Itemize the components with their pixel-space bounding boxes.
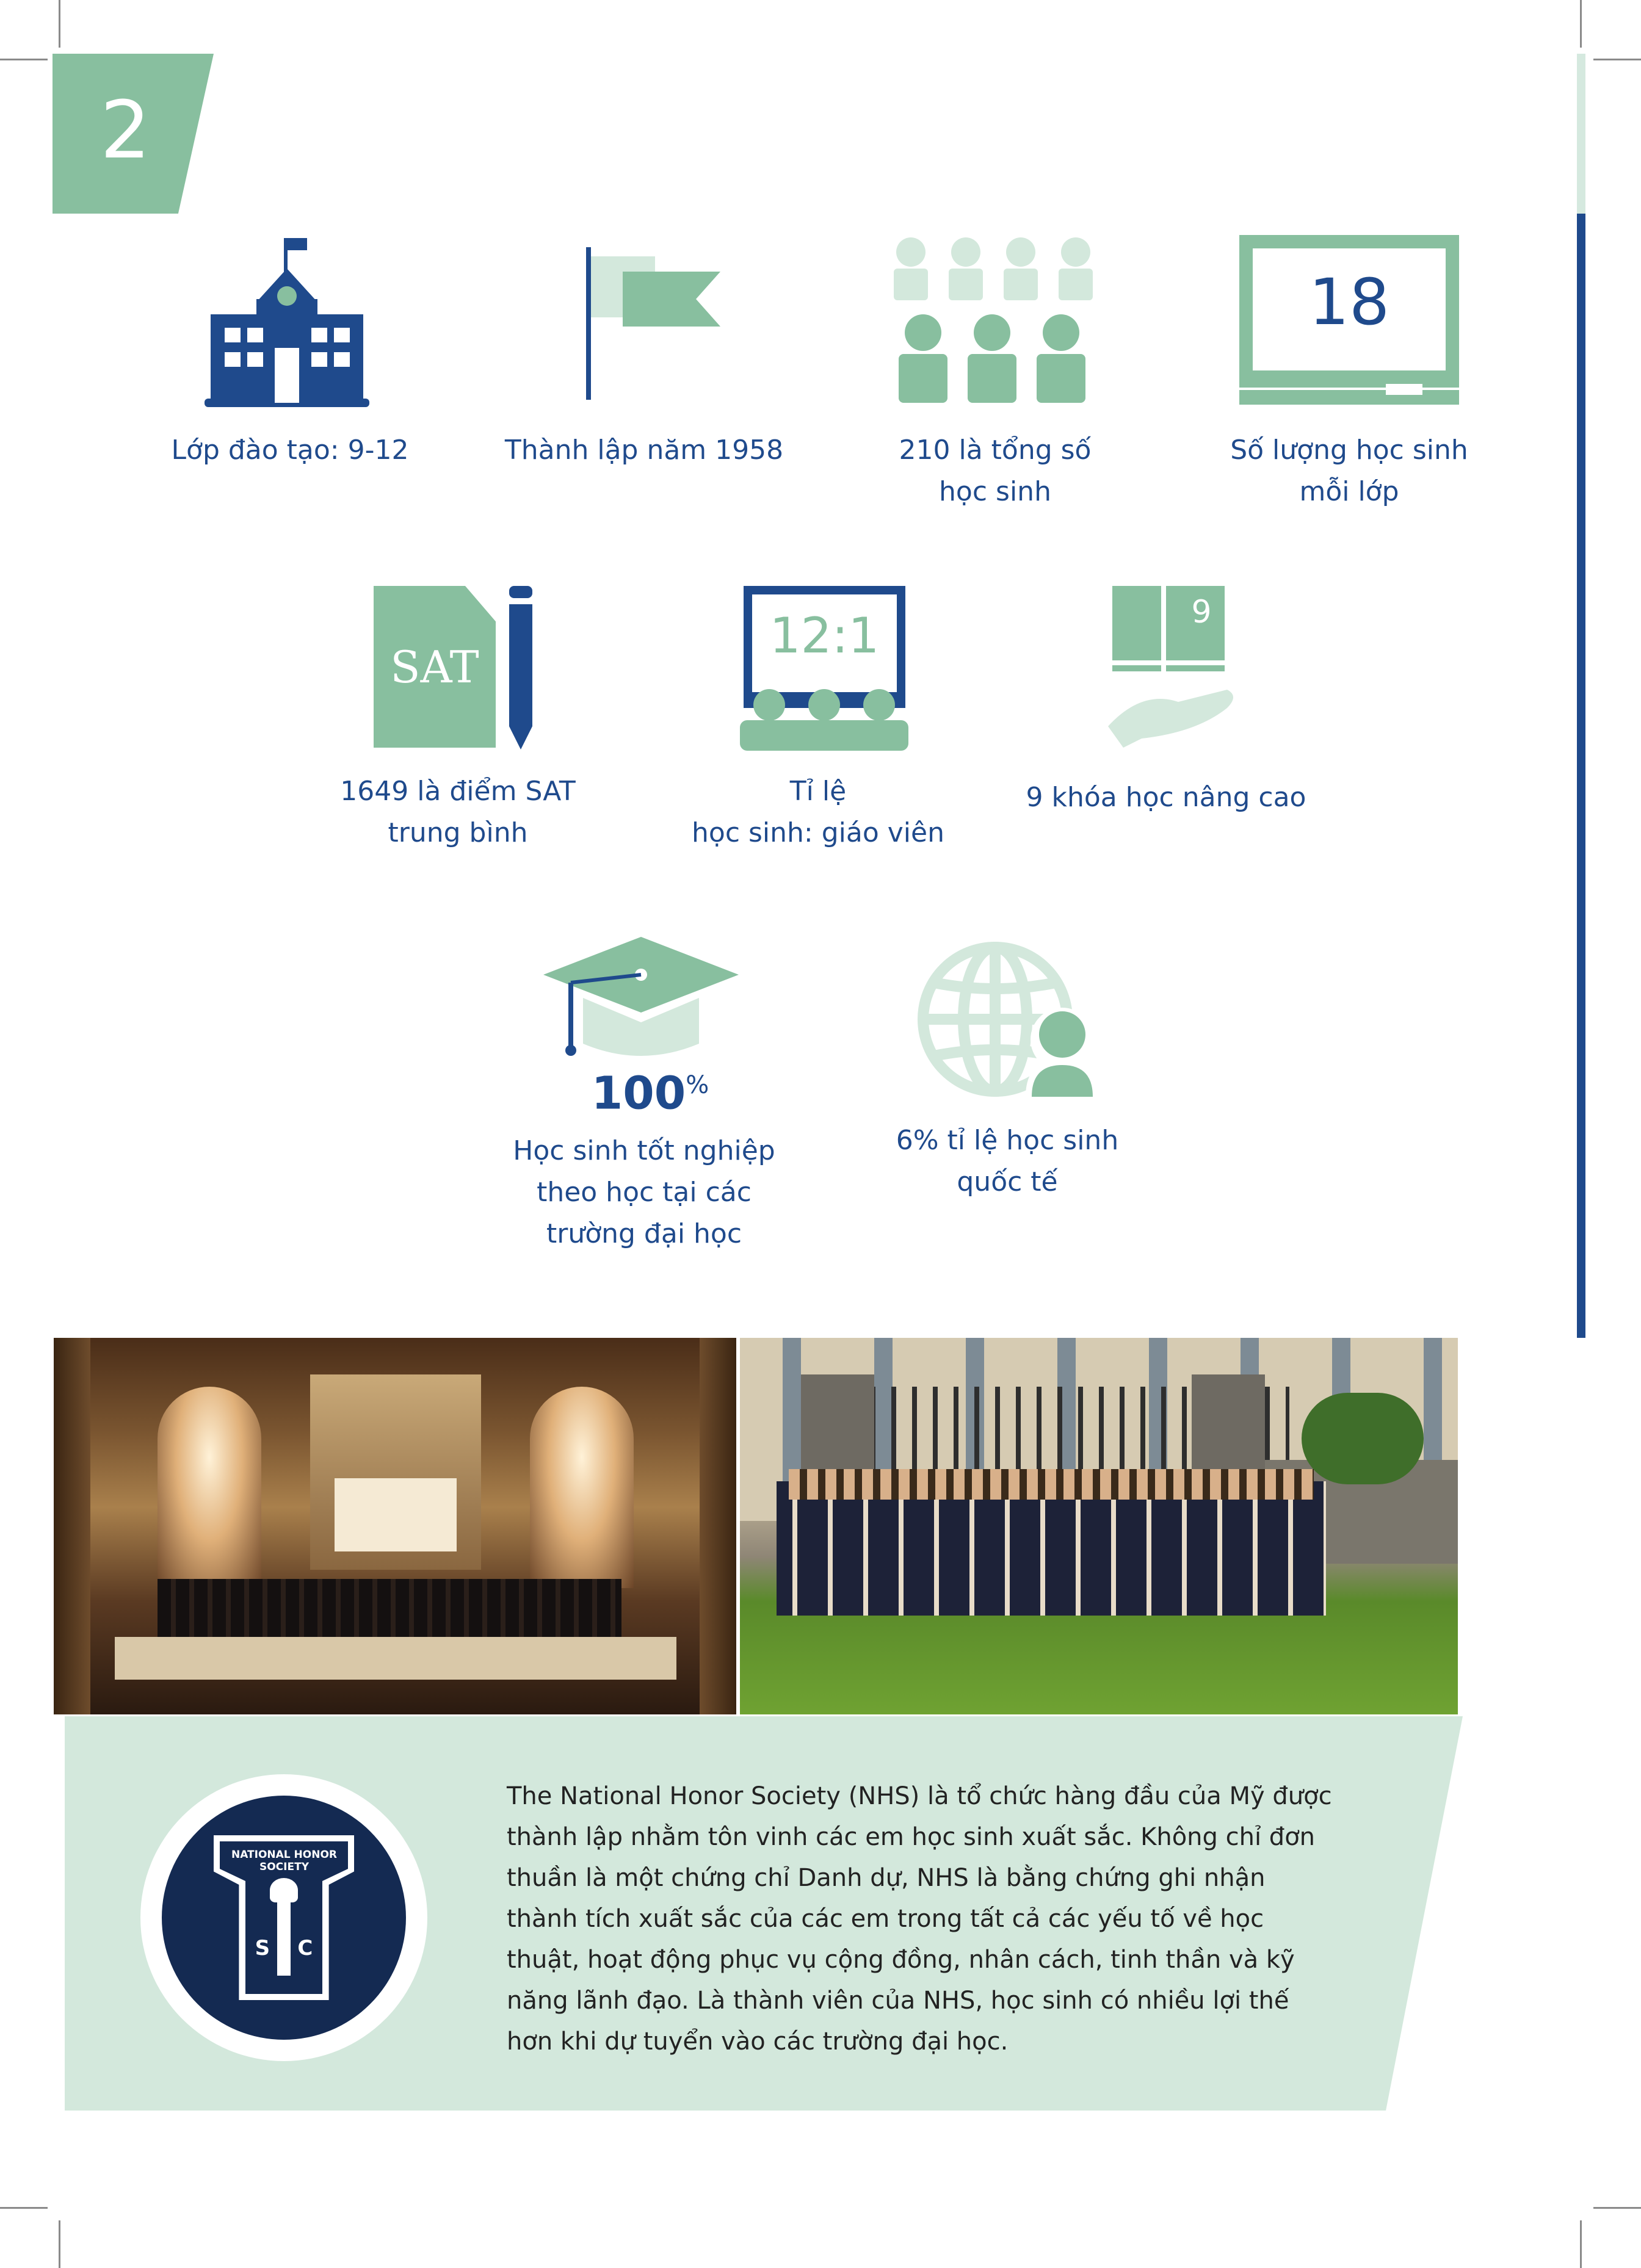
sat-document-icon: SAT [374, 586, 557, 751]
nhs-logo-letters: S L C [255, 1936, 313, 1960]
ratio-label: Tỉ lệ học sinh: giáo viên [692, 776, 944, 848]
church-choir-photo [54, 1338, 736, 1714]
chalkboard-icon: 18 [1239, 235, 1459, 406]
college-label: Học sinh tốt nghiệp theo học tại các trư… [513, 1135, 775, 1249]
students-group-icon [894, 237, 1093, 403]
flag-icon [586, 247, 720, 400]
international-label: 6% tỉ lệ học sinh quốc tế [896, 1125, 1119, 1197]
founded-label: Thành lập năm 1958 [504, 435, 784, 466]
page-number: 2 [100, 84, 151, 176]
classroom-ratio-icon: 12:1 [739, 586, 910, 751]
class-size-label: Số lượng học sinh mỗi lớp [1230, 435, 1468, 507]
school-building-icon [205, 238, 369, 407]
graduation-cap-icon [543, 937, 739, 1056]
nhs-logo-text: NATIONAL HONOR SOCIETY [231, 1849, 338, 1873]
book-in-hand-icon: 9 [1105, 586, 1239, 751]
students-group-photo [740, 1338, 1458, 1714]
total-students-label: 210 là tổng số học sinh [899, 435, 1092, 507]
sidebar-accent-light [1577, 54, 1585, 214]
advanced-courses-label: 9 khóa học nâng cao [1026, 782, 1306, 813]
sidebar-accent-dark [1577, 214, 1585, 1338]
globe-person-icon [918, 942, 1099, 1097]
college-percent-unit: % [686, 1071, 709, 1099]
college-percent-value: 100 [591, 1067, 686, 1120]
college-percent: 100% [568, 1056, 733, 1123]
grades-label: Lớp đào tạo: 9-12 [171, 435, 409, 466]
page-number-badge: 2 [53, 54, 214, 214]
nhs-description: The National Honor Society (NHS) là tổ c… [507, 1782, 1332, 2056]
sat-label: 1649 là điểm SAT trung bình [340, 776, 576, 848]
nhs-logo: NATIONAL HONOR SOCIETY S L C [140, 1774, 427, 2061]
class-size-value: 18 [1308, 265, 1390, 339]
torch-icon [277, 1890, 291, 1976]
